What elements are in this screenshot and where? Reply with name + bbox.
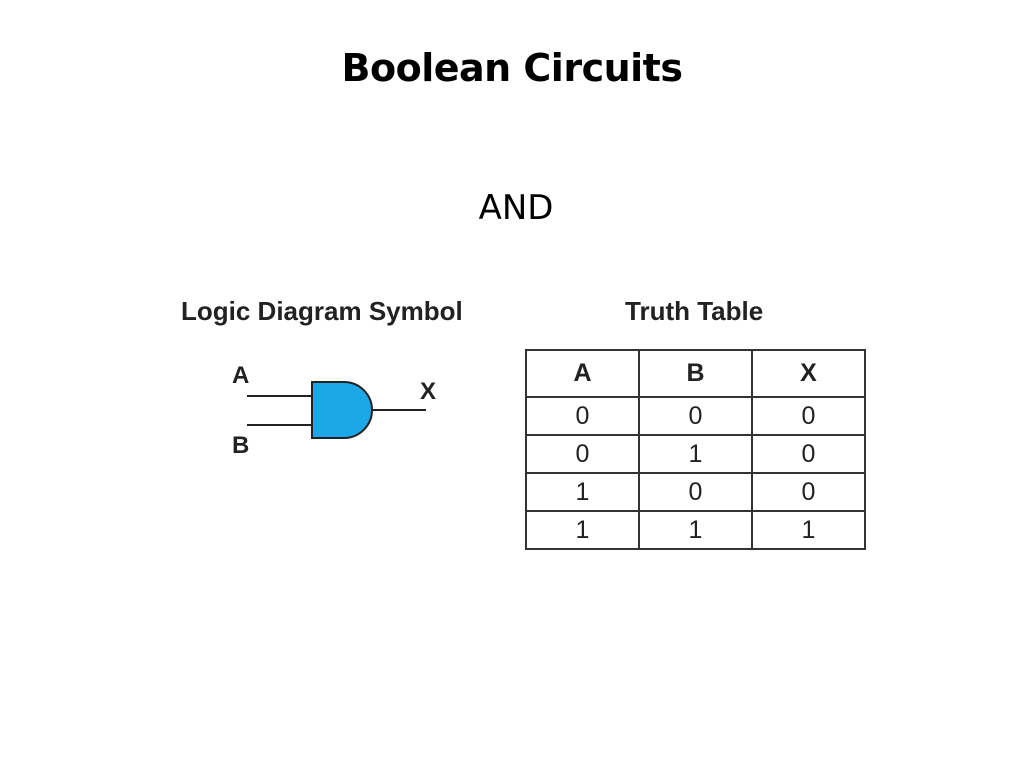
- column-header-b: B: [638, 349, 753, 398]
- slide-subtitle: AND: [478, 188, 554, 228]
- truth-table: A B X 0 0 0 0 1 0 1 0 0 1 1: [525, 349, 866, 550]
- table-row: 1 1 1: [525, 510, 866, 550]
- slide-title: Boolean Circuits: [341, 46, 683, 90]
- table-cell: 0: [638, 396, 753, 436]
- truth-table-header-row: A B X: [525, 349, 866, 398]
- column-header-x: X: [751, 349, 866, 398]
- and-gate-diagram: A B X: [232, 362, 436, 459]
- table-cell: 1: [525, 510, 640, 550]
- table-cell: 0: [525, 434, 640, 474]
- table-cell: 0: [751, 472, 866, 512]
- table-cell: 1: [525, 472, 640, 512]
- output-x-label: X: [420, 378, 436, 405]
- table-cell: 0: [751, 434, 866, 474]
- table-cell: 1: [638, 434, 753, 474]
- table-cell: 1: [638, 510, 753, 550]
- table-cell: 0: [638, 472, 753, 512]
- logic-diagram-heading: Logic Diagram Symbol: [181, 296, 463, 326]
- column-header-a: A: [525, 349, 640, 398]
- table-cell: 0: [751, 396, 866, 436]
- input-b-label: B: [232, 432, 249, 459]
- and-gate-icon: [311, 381, 373, 439]
- input-a-label: A: [232, 362, 249, 389]
- table-row: 1 0 0: [525, 472, 866, 512]
- truth-table-heading: Truth Table: [625, 296, 764, 326]
- table-cell: 1: [751, 510, 866, 550]
- table-row: 0 1 0: [525, 434, 866, 474]
- table-cell: 0: [525, 396, 640, 436]
- table-row: 0 0 0: [525, 396, 866, 436]
